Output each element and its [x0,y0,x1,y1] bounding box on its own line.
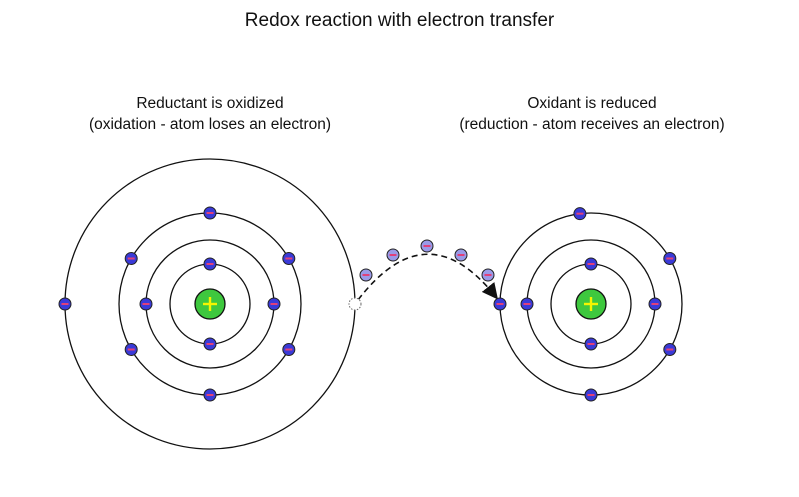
electron [203,337,217,351]
minus-icon [457,254,465,256]
electron [520,297,534,311]
electron [584,388,598,402]
minus-icon [206,212,214,214]
minus-icon [206,394,214,396]
reductant-label-line2: (oxidation - atom loses an electron) [88,116,332,133]
minus-icon [484,274,492,276]
minus-icon [423,245,431,247]
electron [139,297,153,311]
minus-icon [206,343,214,345]
minus-icon [142,303,150,305]
electron [124,343,138,356]
moving-electron [481,268,495,282]
electron [203,388,217,402]
minus-icon [61,303,69,305]
electron [267,297,281,311]
electron [584,257,598,271]
vacated-electron-position [348,297,362,311]
minus-icon [666,348,674,351]
minus-icon [206,263,214,265]
minus-icon [127,257,135,260]
electron [648,297,662,311]
minus-icon [587,394,595,396]
moving-electron [420,239,434,253]
electron [58,297,72,311]
minus-icon [587,263,595,265]
electron-transfer-arrow [357,253,498,301]
diagram-title: Redox reaction with electron transfer [244,10,555,31]
electron [493,297,507,311]
reductant-label-line1: Reductant is oxidized [136,95,284,112]
electron [663,343,677,356]
minus-icon [285,348,293,351]
moving-electron [454,248,468,262]
plus-icon [203,297,217,311]
minus-icon [576,212,584,215]
electron [573,207,587,221]
minus-icon [587,343,595,345]
electron [282,252,296,265]
moving-electron [359,268,373,282]
oxidant-label: Oxidant is reduced (reduction - atom rec… [412,93,772,135]
electron [584,337,598,351]
reductant-atom [64,158,356,450]
minus-icon [270,303,278,305]
reductant-label: Reductant is oxidized (oxidation - atom … [30,93,390,135]
minus-icon [496,303,504,305]
electron [282,343,296,356]
minus-icon [666,257,674,260]
minus-icon [127,348,135,351]
electron [663,252,677,265]
electron [124,252,138,265]
minus-icon [285,257,293,260]
moving-electron [386,248,400,262]
minus-icon [389,254,397,256]
oxidant-label-line1: Oxidant is reduced [527,95,657,112]
minus-icon [362,274,370,276]
minus-icon [523,303,531,305]
electron [203,257,217,271]
minus-icon [651,303,659,305]
electron [203,206,217,220]
plus-icon [584,297,598,311]
oxidant-label-line2: (reduction - atom receives an electron) [459,116,725,133]
